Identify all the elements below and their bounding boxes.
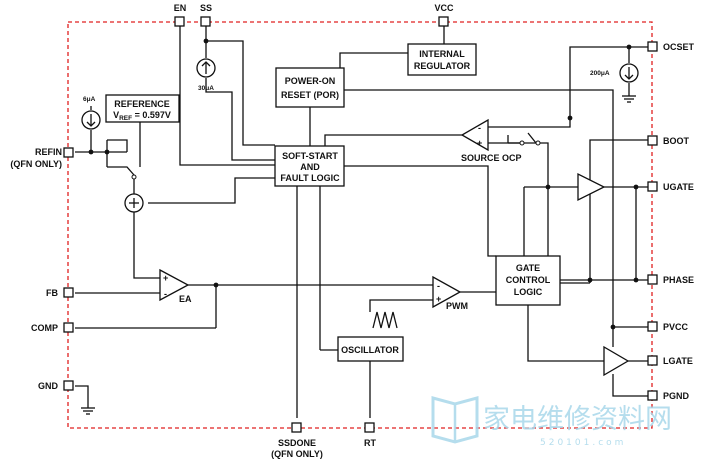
- current-source-30ua-icon: 30μA: [196, 58, 216, 92]
- pwm-label: PWM: [446, 301, 468, 311]
- pin-ssdone-note: (QFN ONLY): [271, 449, 323, 459]
- pin-ssdone-label: SSDONE: [278, 438, 316, 448]
- soft-start-label-3: FAULT LOGIC: [280, 173, 340, 183]
- pin-pgnd-label: PGND: [663, 391, 690, 401]
- pin-lgate-label: LGATE: [663, 356, 693, 366]
- pin-rt-label: RT: [364, 438, 376, 448]
- por-label-2: RESET (POR): [281, 90, 339, 100]
- pin-pvcc-label: PVCC: [663, 322, 689, 332]
- internal-regulator-label-1: INTERNAL: [419, 49, 465, 59]
- pin-en: [174, 16, 185, 27]
- internal-regulator-block: INTERNAL REGULATOR: [407, 43, 477, 76]
- pin-phase-label: PHASE: [663, 275, 694, 285]
- pin-boot-label: BOOT: [663, 136, 690, 146]
- pin-ugate-label: UGATE: [663, 182, 694, 192]
- pwm-plus: +: [436, 294, 441, 304]
- pin-ssdone: [291, 422, 302, 433]
- ea-label: EA: [179, 294, 192, 304]
- ref-switch-contact: [131, 174, 137, 180]
- pwm-comparator-icon: - + PWM: [432, 275, 468, 311]
- pin-ss-label: SS: [200, 3, 212, 13]
- pin-boot: [647, 135, 658, 146]
- pin-ocset: [647, 41, 658, 52]
- ocp-comparator-icon: - + SOURCE OCP: [460, 118, 522, 163]
- pin-pvcc: [647, 321, 658, 332]
- pin-vcc-label: VCC: [434, 3, 454, 13]
- summing-junction-icon: [124, 193, 144, 213]
- pin-phase: [647, 274, 658, 285]
- source-30ua-label: 30μA: [198, 85, 214, 92]
- pin-rt: [364, 422, 375, 433]
- lgate-driver-icon: [603, 345, 630, 377]
- pin-lgate: [647, 355, 658, 366]
- error-amplifier-icon: + - EA: [159, 268, 192, 304]
- chip-boundary: [67, 21, 653, 429]
- source-200ua-label: 200μA: [590, 70, 610, 77]
- wires: [75, 22, 652, 418]
- watermark: 家电维修资料网 520101.com: [431, 396, 672, 448]
- ocp-switch-contact: [535, 140, 541, 146]
- por-label-1: POWER-ON: [285, 76, 336, 86]
- source-ocp-label: SOURCE OCP: [461, 153, 522, 163]
- ocp-minus: -: [478, 123, 481, 133]
- ocp-switch-contact-2: [519, 140, 525, 146]
- soft-start-label-1: SOFT-START: [282, 151, 338, 161]
- watermark-book-icon: [431, 396, 479, 444]
- oscillator-block: OSCILLATOR: [337, 311, 404, 362]
- reference-value: VREF = 0.597V: [113, 110, 171, 122]
- pin-refin-note: (QFN ONLY): [10, 159, 62, 169]
- pin-fb: [63, 287, 74, 298]
- pin-comp: [63, 322, 74, 333]
- pin-ss: [200, 16, 211, 27]
- pin-pgnd: [647, 390, 658, 401]
- junction-dots: [88, 38, 639, 330]
- gate-control-label-1: GATE: [516, 263, 540, 273]
- reference-title: REFERENCE: [114, 99, 170, 109]
- source-6ua-label: 6μA: [83, 96, 96, 103]
- gate-control-label-2: CONTROL: [506, 275, 551, 285]
- pin-en-label: EN: [174, 3, 187, 13]
- pin-refin-label: REFIN: [35, 147, 62, 157]
- ea-plus: +: [163, 273, 168, 283]
- reference-block: REFERENCE VREF = 0.597V: [105, 94, 180, 123]
- pins: EN SS VCC REFIN (QFN ONLY) FB COMP GND O…: [10, 3, 694, 459]
- current-source-200ua-icon: 200μA: [590, 63, 639, 83]
- current-source-6ua-icon: 6μA: [81, 96, 101, 130]
- soft-start-label-2: AND: [300, 162, 320, 172]
- pin-vcc: [438, 16, 449, 27]
- soft-start-block: SOFT-START AND FAULT LOGIC: [274, 145, 345, 187]
- pin-gnd-label: GND: [38, 381, 59, 391]
- power-on-reset-block: POWER-ON RESET (POR): [275, 67, 345, 108]
- pin-ocset-label: OCSET: [663, 42, 695, 52]
- pin-ugate: [647, 181, 658, 192]
- ocp-plus: +: [477, 138, 482, 148]
- gate-control-block: GATE CONTROL LOGIC: [495, 255, 561, 306]
- gate-control-label-3: LOGIC: [514, 287, 543, 297]
- pin-gnd: [63, 380, 74, 391]
- watermark-url: 520101.com: [540, 438, 626, 448]
- ea-minus: -: [164, 289, 167, 299]
- pin-refin: [63, 147, 74, 158]
- oscillator-label: OSCILLATOR: [341, 345, 399, 355]
- pwm-minus: -: [437, 281, 440, 291]
- pin-fb-label: FB: [46, 288, 58, 298]
- ugate-driver-icon: [577, 172, 606, 202]
- internal-regulator-label-2: REGULATOR: [414, 61, 471, 71]
- watermark-text: 家电维修资料网: [483, 404, 672, 435]
- pin-comp-label: COMP: [31, 323, 58, 333]
